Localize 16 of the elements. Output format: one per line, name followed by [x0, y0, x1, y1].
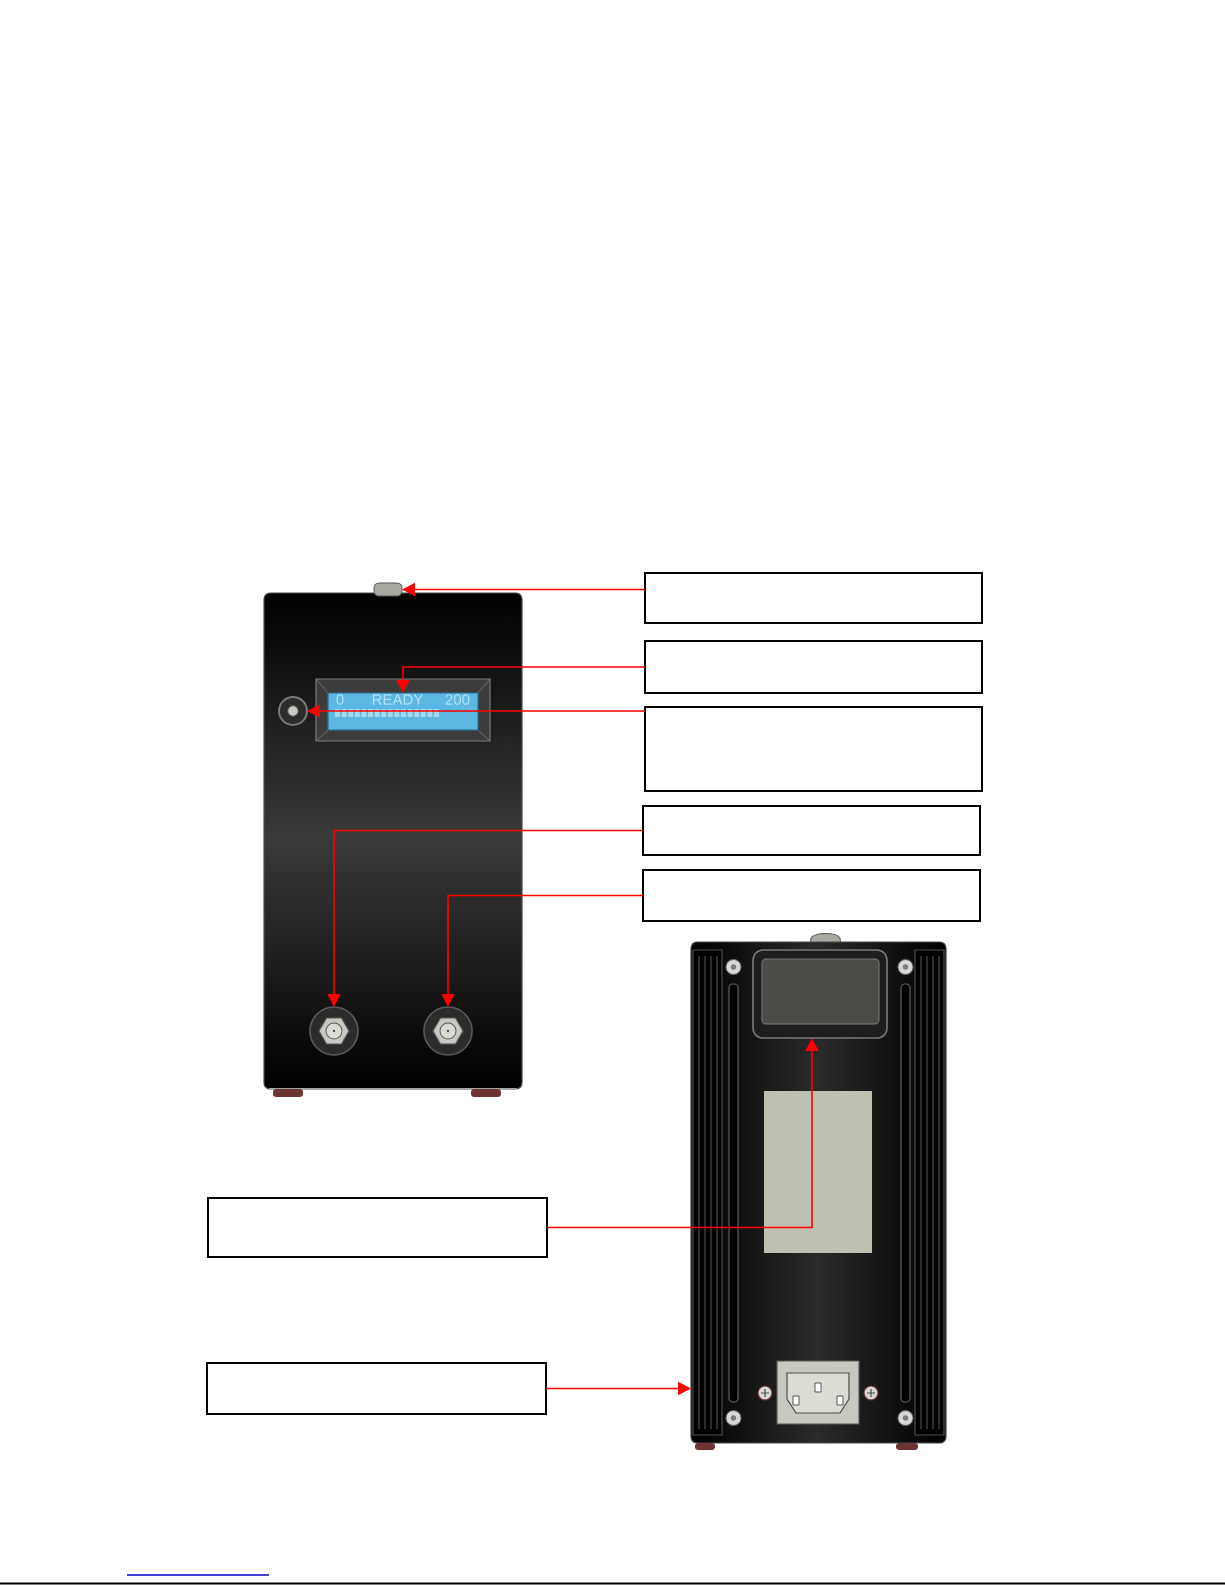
answer-box: [644, 706, 983, 792]
display-text: 200: [445, 694, 470, 705]
answer-box: [642, 805, 981, 856]
answer-box: [644, 572, 983, 624]
display-text: READY: [372, 694, 423, 705]
answer-box: [207, 1197, 548, 1258]
knob: [373, 582, 403, 597]
display-text: 0: [336, 694, 344, 705]
round-button: [278, 696, 308, 726]
display-window: [752, 949, 888, 1039]
answer-box: [206, 1362, 547, 1415]
answer-box: [642, 869, 981, 922]
connector: [309, 1006, 359, 1056]
answer-box: [644, 640, 983, 694]
connector: [423, 1006, 473, 1056]
lcd-screen: [327, 692, 479, 731]
